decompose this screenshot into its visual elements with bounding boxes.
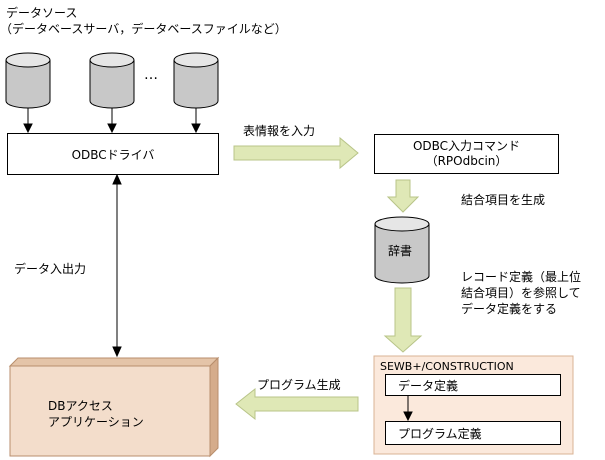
odbc-driver-box: ODBCドライバ: [7, 133, 219, 175]
generate-join-items-label: 結合項目を生成: [461, 193, 546, 207]
odbc-command-box: ODBC入力コマンド （RPOdbcin）: [374, 134, 559, 174]
cylinder-arrows: [23, 108, 201, 134]
sewb-title: SEWB+/CONSTRUCTION: [380, 360, 514, 373]
data-io-arrow: [112, 173, 122, 358]
generate-arrow: [386, 179, 420, 213]
ellipsis: …: [144, 67, 160, 83]
data-definition-box: データ定義: [385, 374, 561, 396]
sewb-inner-arrow: [403, 396, 413, 422]
program-generation-arrow: [235, 387, 359, 421]
data-source-title: データソース: [6, 6, 78, 20]
db-app-label: DBアクセス アプリケーション: [48, 398, 144, 430]
data-source-subtitle: （データベースサーバ，データベースファイルなど）: [0, 22, 287, 36]
odbc-driver-label: ODBCドライバ: [71, 147, 155, 162]
record-note-line1: レコード定義（最上位: [461, 270, 582, 284]
db-app-line2: アプリケーション: [48, 415, 144, 429]
record-definition-note: レコード定義（最上位 結合項目）を参照して データ定義をする: [461, 269, 581, 317]
odbc-command-line2: （RPOdbcin）: [425, 154, 508, 168]
data-definition-arrow: [383, 287, 423, 353]
data-io-label: データ入出力: [14, 262, 87, 276]
table-input-arrow: [233, 136, 359, 170]
record-note-line3: データ定義をする: [461, 302, 558, 316]
dictionary-label: 辞書: [388, 244, 413, 258]
db-app-box: [8, 356, 220, 458]
data-definition-label: データ定義: [398, 378, 459, 393]
data-source-cylinder-1: [5, 52, 51, 109]
program-definition-box: プログラム定義: [385, 421, 561, 445]
table-input-label: 表情報を入力: [243, 124, 316, 138]
odbc-command-line1: ODBC入力コマンド: [412, 139, 521, 153]
db-app-line1: DBアクセス: [48, 399, 113, 413]
program-generation-label: プログラム生成: [257, 378, 341, 392]
data-source-cylinder-2: [89, 52, 135, 109]
data-source-cylinder-3: [173, 52, 219, 109]
program-definition-label: プログラム定義: [398, 426, 482, 441]
record-note-line2: 結合項目）を参照して: [461, 286, 581, 300]
dictionary-cylinder: [374, 216, 430, 284]
